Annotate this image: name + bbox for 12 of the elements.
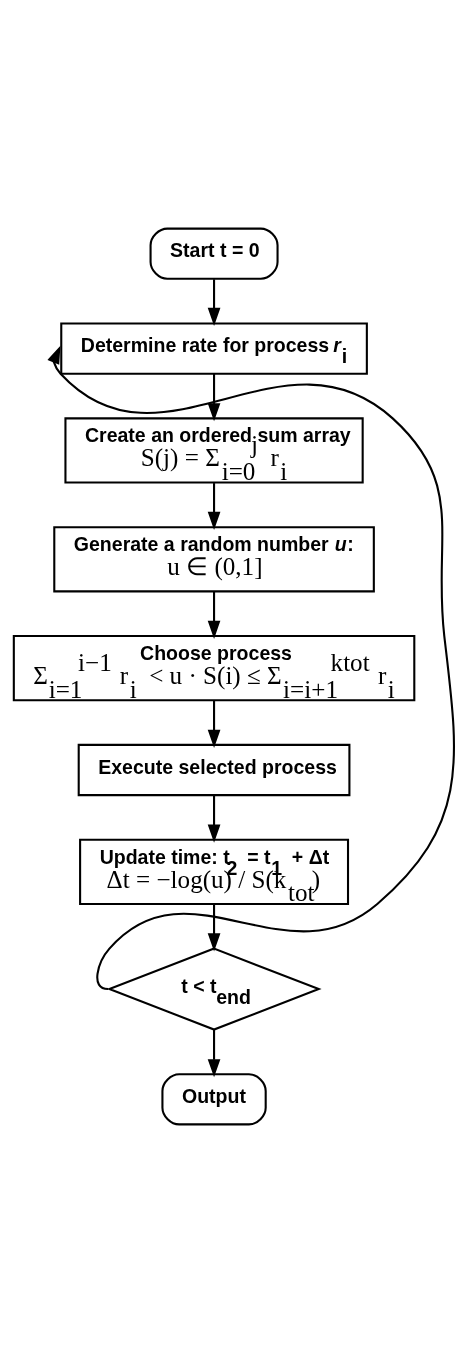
arrow [207, 373, 221, 422]
arrow [207, 700, 221, 748]
arrow [207, 591, 221, 639]
node-box: Generate a random number u: u ∈ (0,1] [53, 526, 375, 593]
node-box: Execute selected process [77, 743, 351, 797]
arrow [207, 1029, 221, 1078]
node-box: Start t = 0 [149, 227, 279, 280]
arrow [207, 483, 221, 531]
arrow [207, 904, 221, 952]
arrow [207, 279, 221, 326]
node-box: Output [161, 1073, 267, 1126]
arrow [207, 795, 221, 843]
